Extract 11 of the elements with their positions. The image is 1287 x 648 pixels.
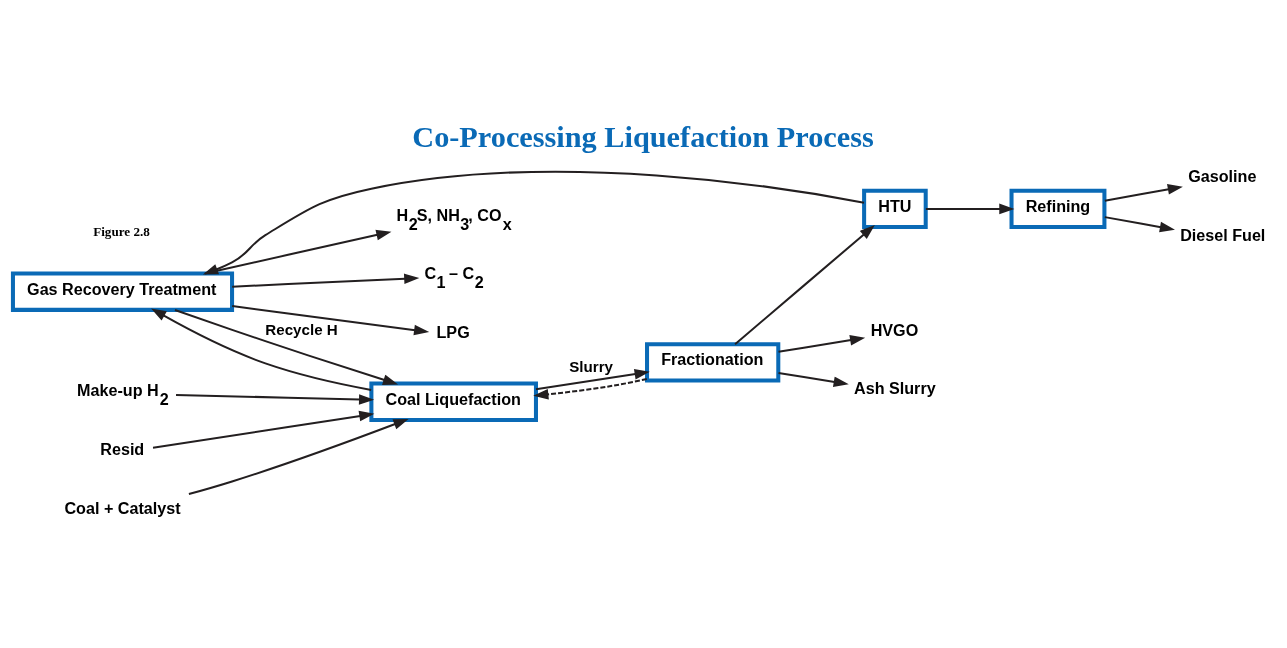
node-text: Ash Slurry (854, 378, 936, 397)
node-text: Resid (100, 439, 145, 458)
edge-label: Slurry (569, 357, 614, 375)
diagram-title: Co-Processing Liquefaction Process (412, 119, 874, 154)
node-text: HVGO (870, 320, 919, 339)
node-text: Gasoline (1188, 166, 1257, 185)
label: Figure 2.8 (93, 223, 150, 239)
node-text: LPG (436, 322, 470, 341)
node-text: Diesel Fuel (1180, 225, 1266, 244)
edge-label: Recycle H (265, 320, 338, 338)
node-text: Coal + Catalyst (64, 498, 181, 517)
